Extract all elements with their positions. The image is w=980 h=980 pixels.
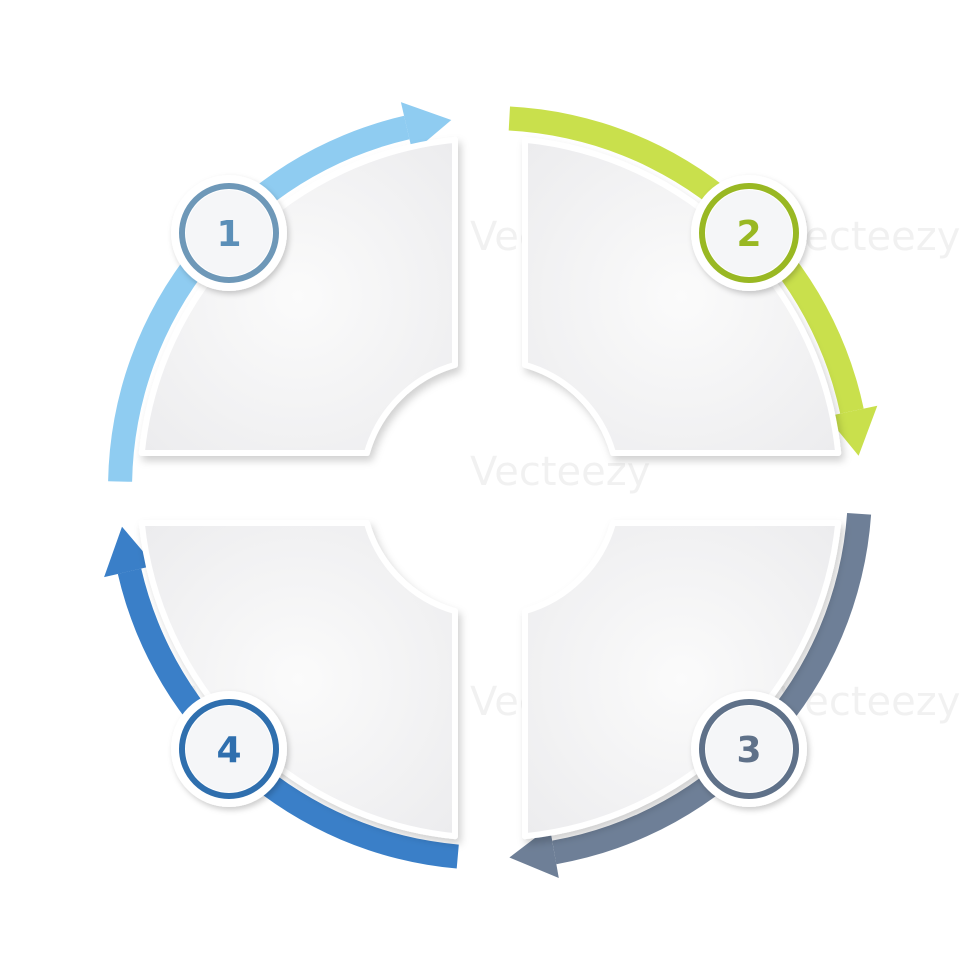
step-badges: 1 2 3 4 bbox=[171, 175, 807, 807]
quadrant-panels bbox=[138, 136, 842, 840]
step-arrow-3-head bbox=[509, 826, 559, 878]
step-badge-3: 3 bbox=[691, 691, 807, 807]
step-arrow-1-head bbox=[400, 102, 452, 153]
step-badge-4: 4 bbox=[171, 691, 287, 807]
step-arrow-4-head bbox=[104, 526, 155, 578]
step-number-4: 4 bbox=[216, 730, 241, 771]
step-number-3: 3 bbox=[736, 730, 761, 771]
badge-ring bbox=[699, 183, 799, 283]
watermark-text: Vecteezy bbox=[780, 214, 960, 260]
badge-inner-circle bbox=[186, 706, 272, 792]
badge-ring bbox=[179, 699, 279, 799]
quadrant-panel-2 bbox=[522, 136, 842, 456]
step-badge-1: 1 bbox=[171, 175, 287, 291]
badge-inner-circle bbox=[706, 190, 792, 276]
step-number-1: 1 bbox=[216, 214, 241, 255]
quadrant-panel-1 bbox=[138, 136, 458, 456]
quadrant-panel-3 bbox=[522, 520, 842, 840]
step-number-2: 2 bbox=[736, 214, 761, 255]
badge-ring bbox=[179, 183, 279, 283]
badge-ring bbox=[699, 699, 799, 799]
step-arrow-2-head bbox=[826, 405, 878, 456]
badge-inner-circle bbox=[186, 190, 272, 276]
badge-inner-circle bbox=[706, 706, 792, 792]
watermark-text: Vecteezy bbox=[470, 449, 650, 495]
step-badge-2: 2 bbox=[691, 175, 807, 291]
step-arrow-3-body bbox=[552, 513, 872, 865]
quadrant-panel-4 bbox=[138, 520, 458, 840]
